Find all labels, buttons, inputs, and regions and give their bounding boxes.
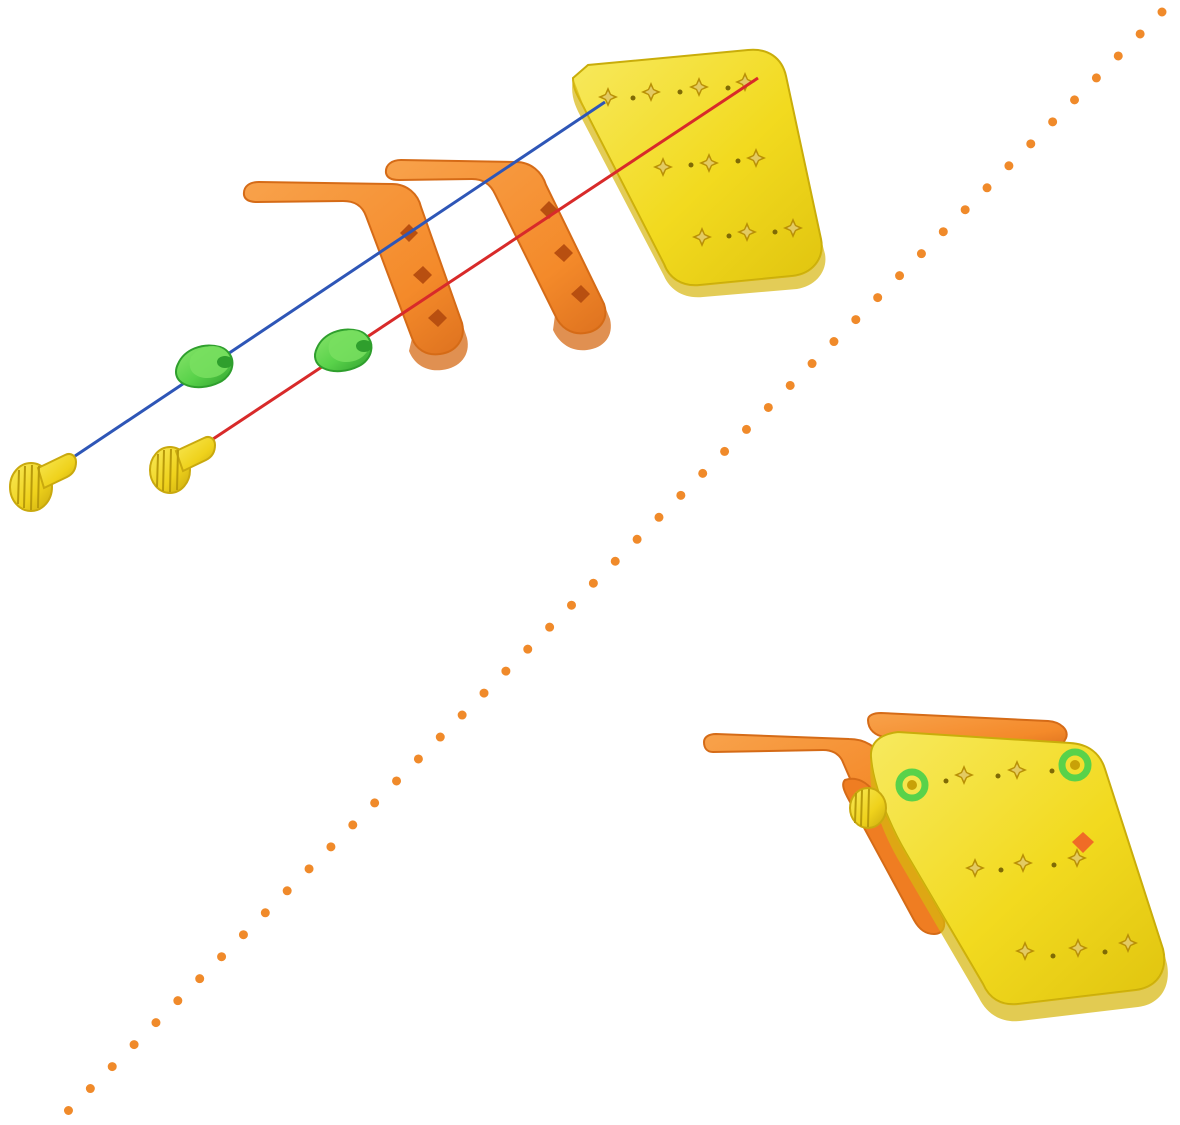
assembly-icon <box>704 713 1168 1021</box>
bushing-icon <box>176 346 233 388</box>
screw-icon <box>150 437 215 493</box>
assembled-view <box>704 713 1168 1021</box>
screw-icon <box>10 454 76 511</box>
exploded-view <box>10 50 825 511</box>
plate-icon <box>572 50 825 298</box>
bushing-icon <box>315 330 372 372</box>
